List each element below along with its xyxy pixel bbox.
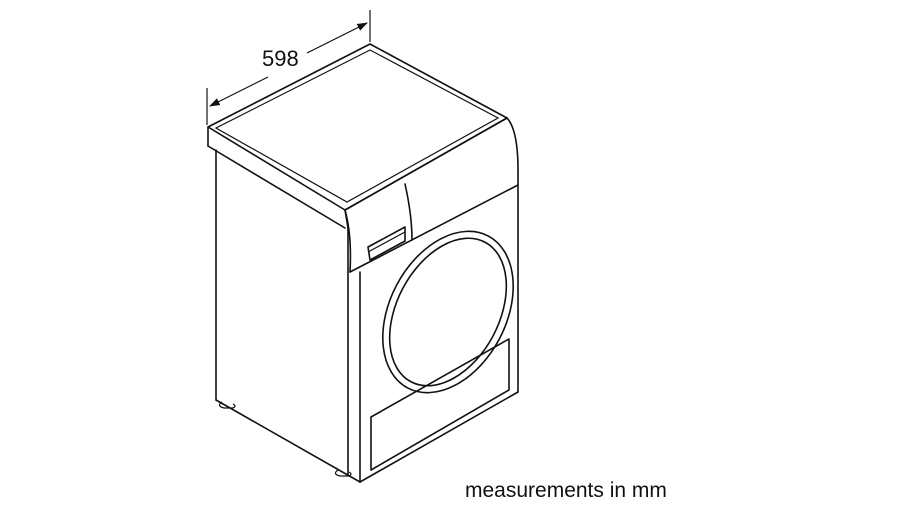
plinth-panel — [370, 338, 510, 471]
width-dimension-line — [206, 10, 371, 125]
front-panel — [359, 169, 519, 483]
side-panel — [215, 149, 361, 483]
top-panel — [207, 43, 508, 229]
units-caption: measurements in mm — [465, 479, 667, 502]
display-window — [367, 226, 406, 261]
control-panel — [344, 117, 519, 273]
width-dimension-label: 598 — [262, 46, 299, 71]
door-icon — [381, 230, 515, 394]
